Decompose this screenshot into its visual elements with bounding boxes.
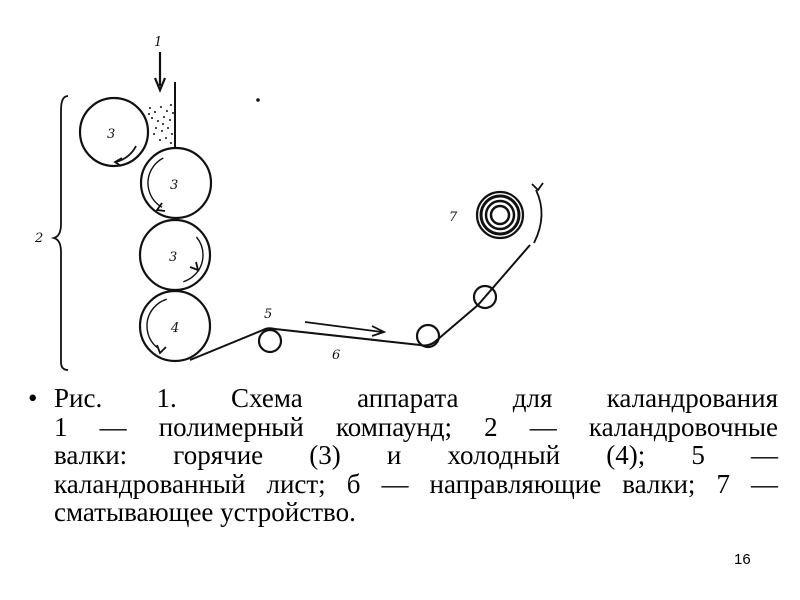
- caption-line-4: каландрованный лист; б — направляющие ва…: [54, 468, 778, 499]
- winding-device: [475, 182, 544, 244]
- hot-roll-second: [139, 146, 213, 220]
- cold-roll: [138, 289, 212, 363]
- figure-caption: • Рис. 1. Схема аппарата для каландрован…: [28, 384, 778, 527]
- direction-arrow: [304, 321, 387, 337]
- bullet: •: [28, 383, 38, 413]
- label-winder: 7: [449, 210, 458, 225]
- label-cold-roll: 4: [170, 321, 179, 336]
- label-calender-group: 2: [34, 231, 43, 246]
- compound-hopper: [148, 82, 176, 148]
- calender-apparatus-diagram: 1 2 3 3 3 4 5 6 7: [34, 35, 544, 371]
- hot-roll-top: [78, 96, 150, 168]
- guide-roll-2: [415, 323, 441, 349]
- page-number: 16: [734, 551, 751, 568]
- label-sheet: 5: [264, 307, 272, 322]
- stray-dot: [256, 98, 260, 102]
- calendered-sheet: [189, 244, 531, 361]
- feed-arrow: [153, 52, 167, 93]
- caption-line-1: Рис. 1. Схема аппарата для каландрования: [54, 383, 778, 413]
- caption-line-2: 1 — полимерный компаунд; 2 — каландровоч…: [54, 411, 778, 442]
- caption-line-5: сматывающее устройство.: [54, 497, 356, 527]
- label-guide: 6: [332, 348, 340, 363]
- label-compound: 1: [154, 35, 162, 50]
- guide-roll-1: [257, 328, 283, 354]
- label-hot-roll-top: 3: [107, 127, 115, 142]
- label-hot-roll-third: 3: [169, 250, 177, 265]
- guide-roll-3: [472, 284, 498, 310]
- label-hot-roll-second: 3: [170, 178, 178, 193]
- caption-line-3: валки: горячие (3) и холодный (4); 5 —: [54, 440, 778, 470]
- caption-text: Рис. 1. Схема аппарата для каландрования…: [54, 384, 778, 527]
- calender-group-bracket: [50, 95, 69, 371]
